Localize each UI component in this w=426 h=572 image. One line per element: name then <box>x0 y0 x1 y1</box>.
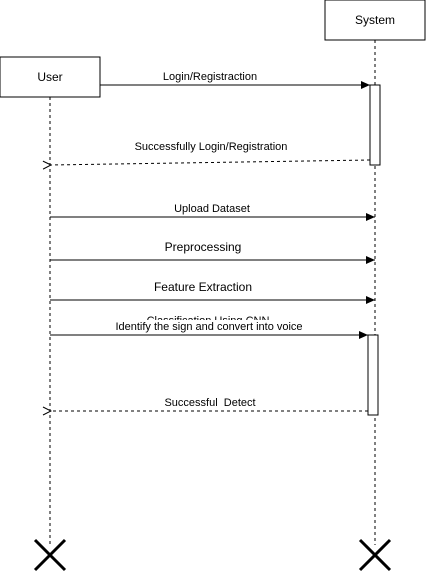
label-overlap-mask <box>60 320 370 331</box>
system-destroy-icon <box>358 538 392 572</box>
user-participant-label: User <box>37 70 62 84</box>
feature-message-label: Feature Extraction <box>154 280 252 294</box>
login-reply-label: Successfully Login/Registration <box>135 141 288 153</box>
detect-reply-label: Successful Detect <box>164 397 255 409</box>
system-activation-2 <box>367 334 379 416</box>
upload-message-label: Upload Dataset <box>174 203 250 215</box>
system-participant: System <box>324 0 426 41</box>
identify-message-label: Identify the sign and convert into voice <box>115 321 302 333</box>
user-destroy-icon <box>33 538 67 572</box>
login-reply-arrow <box>51 159 371 165</box>
system-activation-1 <box>369 84 381 166</box>
system-participant-label: System <box>355 13 395 27</box>
user-participant: User <box>0 56 101 98</box>
login-message-label: Login/Registraction <box>163 71 257 83</box>
preprocessing-message-label: Preprocessing <box>165 240 242 254</box>
